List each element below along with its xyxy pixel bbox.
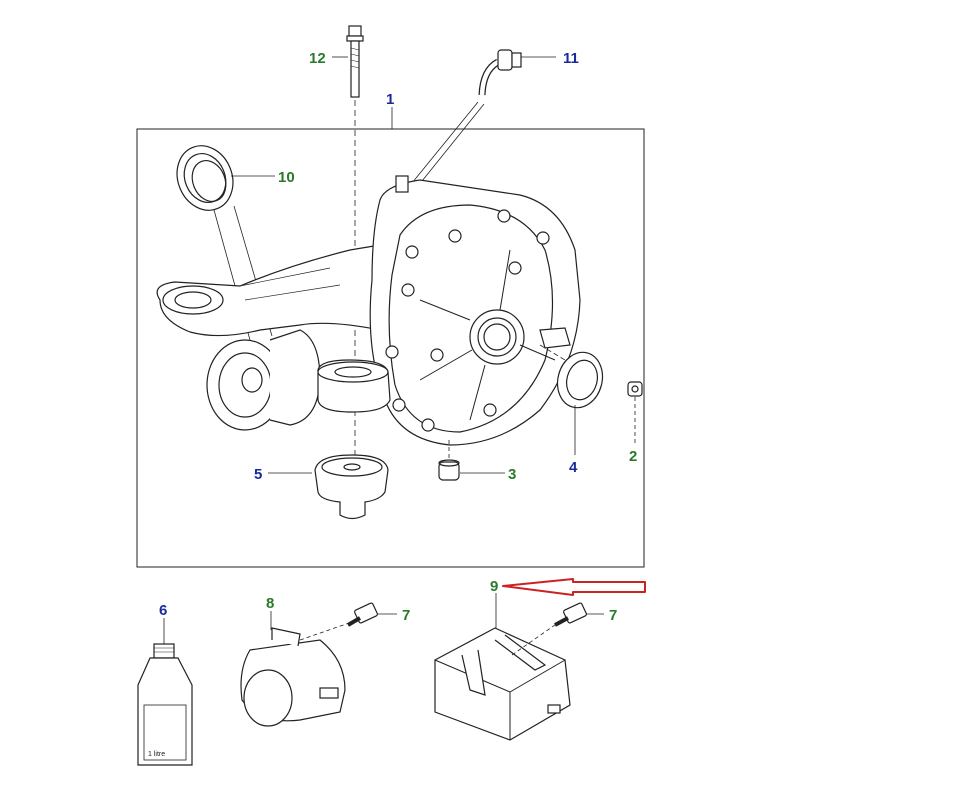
callout-9: 9: [490, 578, 498, 595]
bolt-7b: [554, 602, 587, 627]
callout-4: 4: [569, 459, 578, 476]
oil-seal-4: [556, 351, 604, 409]
callout-11: 11: [563, 50, 579, 67]
callout-7b: 7: [609, 607, 617, 624]
oil-seal-10: [176, 145, 234, 211]
breather-pipe-11: [478, 49, 522, 96]
callout-5: 5: [254, 466, 262, 483]
bolt-12: [346, 25, 364, 98]
callout-7a: 7: [402, 607, 410, 624]
plug-2: [627, 381, 643, 397]
callout-8: 8: [266, 595, 274, 612]
fluid-bottle-6: [137, 643, 193, 766]
module-9: [434, 627, 571, 741]
highlight-arrow: [502, 578, 646, 596]
callout-2: 2: [629, 448, 637, 465]
callout-1: 1: [386, 91, 394, 108]
differential-housing: [156, 175, 581, 446]
callout-12: 12: [309, 50, 326, 67]
assembly-frame: [136, 128, 645, 568]
bolt-7a: [346, 602, 378, 627]
bush-3: [438, 459, 460, 481]
callout-10: 10: [278, 169, 295, 186]
callout-6: 6: [159, 602, 167, 619]
bottle-label: 1 litre: [148, 751, 165, 758]
mount-bush-5: [314, 454, 389, 520]
cover-8: [240, 627, 346, 727]
callout-3: 3: [508, 466, 516, 483]
